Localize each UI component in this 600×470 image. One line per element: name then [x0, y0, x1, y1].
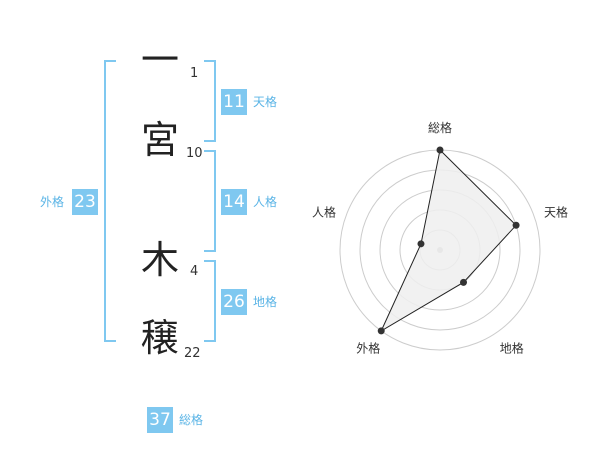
tenkaku-value: 11 — [221, 89, 247, 115]
gaikaku-bracket — [104, 60, 116, 342]
radar-axis-label-4: 人格 — [312, 204, 336, 219]
tenkaku-label: 天格 — [253, 95, 278, 109]
radar-axis-label-1: 天格 — [544, 204, 568, 219]
radar-point-1 — [512, 221, 520, 229]
stroke-count-3: 4 — [190, 264, 199, 279]
chikaku-bracket — [204, 260, 216, 342]
gaikaku-label: 外格 — [40, 195, 65, 209]
soukaku-label: 総格 — [179, 413, 204, 427]
soukaku-value: 37 — [147, 407, 173, 433]
jinkaku-value: 14 — [221, 189, 247, 215]
gaikaku-value: 23 — [72, 189, 98, 215]
name-char-2: 宮 — [140, 118, 179, 162]
jinkaku-label: 人格 — [253, 195, 278, 209]
name-char-3: 木 — [140, 238, 179, 282]
radar-axis-label-2: 地格 — [500, 341, 524, 356]
radar-point-3 — [377, 327, 385, 335]
radar-data-polygon — [380, 148, 517, 333]
jinkaku-bracket — [204, 150, 216, 252]
name-char-1: 一 — [140, 38, 179, 82]
radar-axis-label-3: 外格 — [356, 341, 380, 356]
radar-axis-label-0: 総格 — [428, 120, 452, 135]
stroke-count-2: 10 — [186, 146, 203, 161]
radar-point-0 — [436, 146, 444, 154]
stroke-count-4: 22 — [184, 346, 201, 361]
chikaku-value: 26 — [221, 289, 247, 315]
name-char-4: 穣 — [140, 316, 179, 360]
chikaku-label: 地格 — [253, 295, 278, 309]
radar-point-4 — [417, 240, 425, 248]
tenkaku-bracket — [204, 60, 216, 142]
stroke-count-1: 1 — [190, 66, 199, 81]
radar-point-2 — [460, 278, 468, 286]
